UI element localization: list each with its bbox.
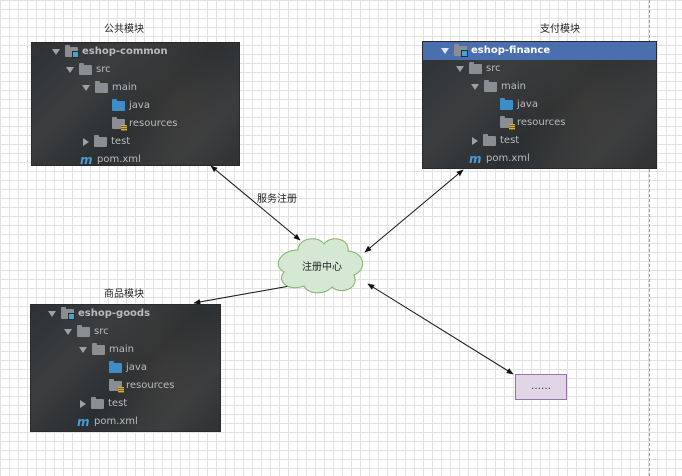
- cloud-shape: [277, 238, 363, 294]
- file-label: pom.xml: [97, 154, 141, 165]
- tree-row-resources[interactable]: resources: [32, 115, 239, 133]
- module-name: eshop-common: [82, 46, 168, 57]
- source-folder-icon: [112, 99, 125, 111]
- tree-row-pom[interactable]: m pom.xml: [423, 150, 656, 168]
- folder-label: java: [126, 362, 147, 373]
- service-registration-label: 服务注册: [257, 194, 297, 205]
- tree-row-src[interactable]: src: [31, 323, 220, 341]
- registry-cloud[interactable]: [274, 235, 370, 295]
- finance-project-tree: eshop-finance src main java resources: [423, 42, 656, 168]
- expand-arrow-icon[interactable]: [441, 48, 449, 54]
- more-services-box[interactable]: ……: [515, 374, 567, 400]
- source-folder-icon: [500, 98, 513, 110]
- tree-row-root[interactable]: eshop-common: [32, 43, 239, 61]
- module-folder-icon: [65, 45, 79, 58]
- folder-label: test: [108, 398, 128, 409]
- expand-arrow-icon[interactable]: [79, 347, 87, 353]
- expand-arrow-icon[interactable]: [82, 85, 90, 91]
- folder-label: test: [111, 136, 131, 147]
- tree-row-src[interactable]: src: [32, 61, 239, 79]
- expand-arrow-icon[interactable]: [456, 66, 464, 72]
- tree-row-main[interactable]: main: [31, 341, 220, 359]
- module-name: eshop-finance: [471, 45, 551, 56]
- registry-label: 注册中心: [302, 262, 342, 273]
- common-project-tree: eshop-common src main java resources: [32, 43, 239, 165]
- tree-row-test[interactable]: test: [31, 395, 220, 413]
- finance-module-title: 支付模块: [540, 24, 580, 35]
- tree-row-resources[interactable]: resources: [423, 114, 656, 132]
- folder-icon: [483, 134, 496, 146]
- maven-icon: m: [469, 152, 482, 166]
- tree-row-java[interactable]: java: [423, 96, 656, 114]
- folder-icon: [79, 63, 92, 75]
- link-registry-more[interactable]: [367, 283, 514, 375]
- expand-arrow-icon[interactable]: [64, 329, 72, 335]
- folder-icon: [91, 397, 104, 409]
- link-goods-registry[interactable]: [193, 282, 302, 305]
- folder-icon: [469, 62, 482, 74]
- tree-row-java[interactable]: java: [31, 359, 220, 377]
- link-finance-registry[interactable]: [364, 169, 464, 253]
- tree-row-main[interactable]: main: [423, 78, 656, 96]
- folder-label: src: [94, 326, 109, 337]
- file-label: pom.xml: [94, 416, 138, 427]
- maven-icon: m: [80, 153, 93, 165]
- resources-folder-icon: [500, 116, 515, 130]
- folder-label: main: [501, 81, 526, 92]
- collapse-arrow-icon[interactable]: [80, 400, 86, 408]
- folder-icon: [95, 81, 108, 93]
- dashed-divider: [649, 0, 650, 476]
- folder-label: java: [129, 100, 150, 111]
- maven-icon: m: [77, 415, 90, 429]
- link-common-registry[interactable]: [210, 165, 301, 241]
- folder-icon: [77, 325, 90, 337]
- folder-label: test: [500, 135, 520, 146]
- folder-label: src: [96, 64, 111, 75]
- expand-arrow-icon[interactable]: [48, 311, 56, 317]
- folder-icon: [94, 135, 107, 147]
- tree-row-root[interactable]: eshop-goods: [31, 305, 220, 323]
- tree-row-java[interactable]: java: [32, 97, 239, 115]
- common-module-title: 公共模块: [104, 24, 144, 35]
- tree-row-pom[interactable]: m pom.xml: [32, 151, 239, 165]
- tree-row-test[interactable]: test: [32, 133, 239, 151]
- module-folder-icon: [454, 44, 468, 57]
- module-folder-icon: [61, 307, 75, 320]
- folder-label: java: [517, 99, 538, 110]
- folder-label: resources: [126, 380, 175, 391]
- expand-arrow-icon[interactable]: [52, 49, 60, 55]
- tree-row-root[interactable]: eshop-finance: [423, 42, 656, 60]
- collapse-arrow-icon[interactable]: [83, 138, 89, 146]
- expand-arrow-icon[interactable]: [471, 84, 479, 90]
- folder-label: main: [112, 82, 137, 93]
- file-label: pom.xml: [486, 153, 530, 164]
- source-folder-icon: [109, 361, 122, 373]
- folder-label: main: [109, 344, 134, 355]
- tree-row-test[interactable]: test: [423, 132, 656, 150]
- folder-icon: [484, 80, 497, 92]
- resources-folder-icon: [112, 117, 127, 131]
- tree-row-pom[interactable]: m pom.xml: [31, 413, 220, 431]
- more-services-label: ……: [531, 381, 551, 392]
- goods-project-tree: eshop-goods src main java resources: [31, 305, 220, 431]
- tree-row-src[interactable]: src: [423, 60, 656, 78]
- folder-label: resources: [517, 117, 566, 128]
- tree-row-main[interactable]: main: [32, 79, 239, 97]
- tree-row-resources[interactable]: resources: [31, 377, 220, 395]
- collapse-arrow-icon[interactable]: [472, 137, 478, 145]
- folder-icon: [92, 343, 105, 355]
- module-name: eshop-goods: [78, 308, 151, 319]
- folder-label: src: [486, 63, 501, 74]
- expand-arrow-icon[interactable]: [66, 67, 74, 73]
- resources-folder-icon: [109, 379, 124, 393]
- goods-module-title: 商品模块: [104, 289, 144, 300]
- folder-label: resources: [129, 118, 178, 129]
